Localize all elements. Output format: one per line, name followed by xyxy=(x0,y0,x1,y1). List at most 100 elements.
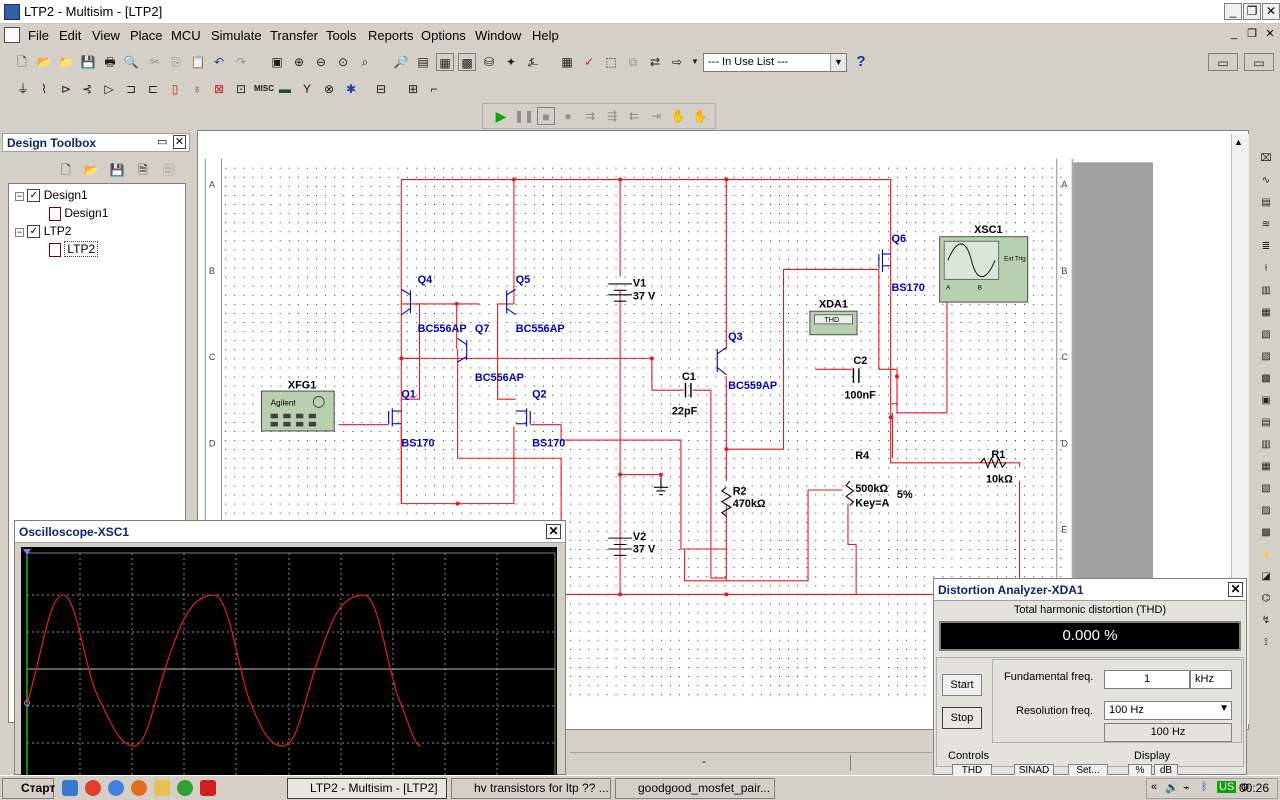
place-mixed-icon[interactable]: ♁ xyxy=(192,82,202,96)
place-wire-icon[interactable]: ⌐ xyxy=(430,82,438,96)
breakpoint-icon[interactable]: ● xyxy=(564,109,572,123)
oscilloscope-icon[interactable]: ≋ xyxy=(1261,219,1271,230)
new-design-icon[interactable]: 🗋 xyxy=(61,163,71,177)
wattmeter-icon[interactable]: ▤ xyxy=(1261,197,1271,208)
copy-icon[interactable]: ⎘ xyxy=(171,55,181,69)
backannotate-icon[interactable]: ⧉ xyxy=(628,55,638,69)
place-indicator-icon[interactable]: ⊠ xyxy=(213,82,225,96)
app-quicklaunch-icon[interactable] xyxy=(177,780,193,796)
probe-icon[interactable]: ⟟ xyxy=(1264,637,1268,648)
paste-icon[interactable]: 📋 xyxy=(190,55,206,69)
oscilloscope-screen[interactable] xyxy=(21,547,557,775)
print-icon[interactable]: 🖶 xyxy=(104,55,116,69)
stop-button[interactable]: Stop xyxy=(942,707,982,729)
taskbar-item-multisim[interactable]: LTP2 - Multisim - [LTP2] xyxy=(287,778,447,799)
place-misc-digital-icon[interactable]: ▯ xyxy=(171,82,179,96)
document-icon[interactable] xyxy=(4,27,20,43)
language-indicator[interactable]: US xyxy=(1217,781,1237,793)
grid-view-icon[interactable]: ▩ xyxy=(458,53,476,71)
new-file-icon[interactable]: 🗋 xyxy=(17,55,27,69)
agilent-multimeter-icon[interactable]: ▧ xyxy=(1261,483,1271,494)
transfer-icon[interactable]: ⇨ xyxy=(671,55,683,69)
menu-file[interactable]: File xyxy=(28,28,49,43)
tree-item-design1[interactable]: − ✓ Design1 xyxy=(15,186,88,204)
place-cmos-icon[interactable]: ⊏ xyxy=(147,82,159,96)
measurement-probe-icon[interactable]: ⚡ xyxy=(1261,550,1271,559)
distortion-close-icon[interactable]: ✕ xyxy=(1228,582,1243,597)
bluetooth-icon[interactable]: ᛒ xyxy=(1201,781,1208,793)
current-probe-icon[interactable]: ↯ xyxy=(1261,615,1271,626)
browser-quicklaunch-icon[interactable] xyxy=(108,780,124,796)
place-advanced-icon[interactable]: ▬ xyxy=(279,82,291,96)
chevron-down-icon[interactable]: ▼ xyxy=(1219,703,1229,714)
menu-place[interactable]: Place xyxy=(130,28,163,43)
distortion-analyzer-icon[interactable]: ▣ xyxy=(1261,395,1271,406)
zoom-out-icon[interactable]: ⊖ xyxy=(315,55,327,69)
place-electromech-icon[interactable]: ⊗ xyxy=(323,82,335,96)
logic-converter-icon[interactable]: ▨ xyxy=(1261,351,1271,362)
capacitor-symbols[interactable] xyxy=(684,368,860,398)
close-design-icon[interactable]: 🗎 xyxy=(138,163,148,177)
oscilloscope-xsc1[interactable]: XSC1 Ext Trig A B xyxy=(939,224,1029,303)
remove-breakpoints-icon[interactable]: ✋ xyxy=(692,109,708,123)
resistor-symbols[interactable] xyxy=(720,456,1007,517)
menu-tools[interactable]: Tools xyxy=(326,28,357,43)
zoom-area-icon[interactable]: ⊙ xyxy=(337,55,349,69)
multisim-app-icon[interactable] xyxy=(4,4,20,20)
pause-simulation-icon[interactable]: ❚❚ xyxy=(514,109,535,123)
pdf-quicklaunch-icon[interactable] xyxy=(200,780,216,796)
place-source-icon[interactable]: ⏚ xyxy=(16,82,29,96)
place-bus-icon[interactable]: ⊞ xyxy=(407,82,419,96)
toggle-breakpoint-icon[interactable]: ✋ xyxy=(670,109,686,123)
open-folder-icon[interactable]: 📂 xyxy=(36,55,52,69)
run-simulation-icon[interactable]: ▶ xyxy=(495,108,507,124)
place-transistor-icon[interactable]: ⊰ xyxy=(81,82,93,96)
taskbar-item-folder[interactable]: goodgood_mosfet_pair... xyxy=(615,778,775,799)
component-wizard-icon[interactable]: ✦ xyxy=(505,55,517,69)
fundamental-freq-unit[interactable]: kHz xyxy=(1190,670,1232,689)
menu-window[interactable]: Window xyxy=(475,28,522,43)
spreadsheet-icon[interactable]: ▤ xyxy=(417,55,429,69)
save-design-icon[interactable]: 💾 xyxy=(109,163,125,177)
doc-minimize-button[interactable]: _ xyxy=(1230,28,1238,40)
fundamental-freq-input[interactable]: 1 xyxy=(1104,670,1190,689)
stop-simulation-icon[interactable]: ■ xyxy=(537,107,555,125)
start-button[interactable]: Start xyxy=(942,674,982,696)
ultiboard-view-icon[interactable]: ▭ xyxy=(1244,53,1274,71)
checkbox-icon[interactable]: ✓ xyxy=(27,189,41,203)
tray-app-icon[interactable]: ⚙ xyxy=(1240,782,1250,794)
postprocessor-icon[interactable]: ▦ xyxy=(561,55,573,69)
forward-annotate-icon[interactable]: ⇄ xyxy=(649,55,661,69)
resolution-freq-select[interactable]: 100 Hz ▼ xyxy=(1104,701,1232,720)
battery-symbols[interactable] xyxy=(608,283,632,556)
oscilloscope-window[interactable]: Oscilloscope-XSC1 ✕ xyxy=(14,520,566,775)
logic-analyzer-icon[interactable]: ▧ xyxy=(1261,329,1271,340)
function-generator-xfg1[interactable]: XFG1 Agilent xyxy=(261,379,335,432)
undo-icon[interactable]: ↶ xyxy=(213,55,225,69)
menu-options[interactable]: Options xyxy=(421,28,466,43)
open-sample-icon[interactable]: 📁 xyxy=(58,55,74,69)
menu-help[interactable]: Help xyxy=(532,28,559,43)
run-to-cursor-icon[interactable]: ⇥ xyxy=(650,109,662,123)
fullscreen-icon[interactable]: ▣ xyxy=(271,55,283,69)
place-mcu-icon[interactable]: ✱ xyxy=(345,82,357,96)
iv-analyzer-icon[interactable]: ▩ xyxy=(1261,373,1271,384)
transfer-dropdown-icon[interactable]: ▼ xyxy=(691,57,699,66)
tray-expand-icon[interactable]: « xyxy=(1151,781,1158,793)
save-icon[interactable]: 💾 xyxy=(80,55,96,69)
place-misc-icon[interactable]: MISC xyxy=(254,84,274,93)
toolbox-close-icon[interactable]: ✕ xyxy=(173,135,186,149)
distortion-analyzer-window[interactable]: Distortion Analyzer-XDA1 ✕ Total harmoni… xyxy=(933,578,1247,776)
bode-plotter-icon[interactable]: ⍿ xyxy=(1264,263,1268,274)
print-preview-icon[interactable]: 🔍 xyxy=(123,55,139,69)
word-generator-icon[interactable]: ▦ xyxy=(1261,307,1271,318)
chevron-down-icon[interactable]: ▼ xyxy=(830,54,846,71)
cut-icon[interactable]: ✂ xyxy=(149,55,161,69)
oscilloscope-titlebar[interactable]: Oscilloscope-XSC1 ✕ xyxy=(15,521,565,543)
collapse-icon[interactable]: − xyxy=(15,191,24,201)
workspace-vertical-scrollbar[interactable]: ▲ xyxy=(1231,134,1249,724)
four-channel-scope-icon[interactable]: ≣ xyxy=(1261,241,1271,252)
agilent-scope-icon[interactable]: ▨ xyxy=(1261,505,1271,516)
new-sheet-icon[interactable]: 🗐 xyxy=(163,163,175,177)
network-icon[interactable]: ⌁ xyxy=(1183,782,1190,794)
